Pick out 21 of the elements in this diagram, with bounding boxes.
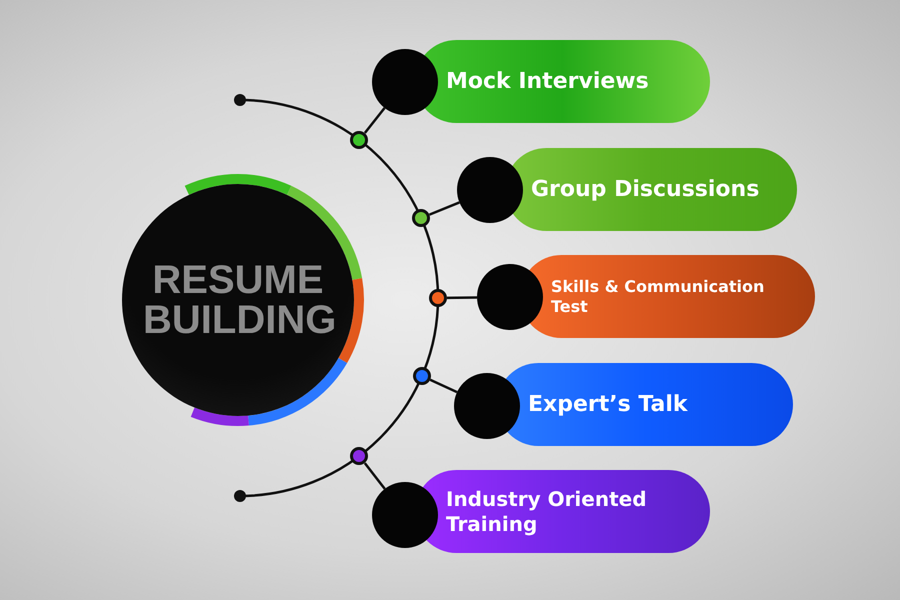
topic-label: Skills & Communication Test <box>551 276 766 316</box>
topic-pill <box>372 40 710 123</box>
connector-line <box>428 201 460 216</box>
topic-pill <box>477 255 815 338</box>
topic-pill <box>457 148 797 231</box>
connector-line <box>364 107 386 134</box>
connector-line <box>430 378 458 394</box>
topic-pill <box>454 363 793 446</box>
connector-line <box>446 296 478 300</box>
junction-dot <box>412 209 430 227</box>
topic-label: Group Discussions <box>531 176 760 204</box>
connector-line <box>364 462 386 490</box>
junction-dot <box>429 289 447 307</box>
central-title: RESUME BUILDING <box>143 260 333 340</box>
topic-pill <box>372 470 710 553</box>
topic-label: Industry Oriented Training <box>446 486 648 536</box>
topic-label: Mock Interviews <box>446 68 649 96</box>
topic-label: Expert’s Talk <box>528 390 688 418</box>
junction-dot <box>350 131 368 149</box>
junction-dot <box>350 447 368 465</box>
junction-dot <box>412 367 431 385</box>
